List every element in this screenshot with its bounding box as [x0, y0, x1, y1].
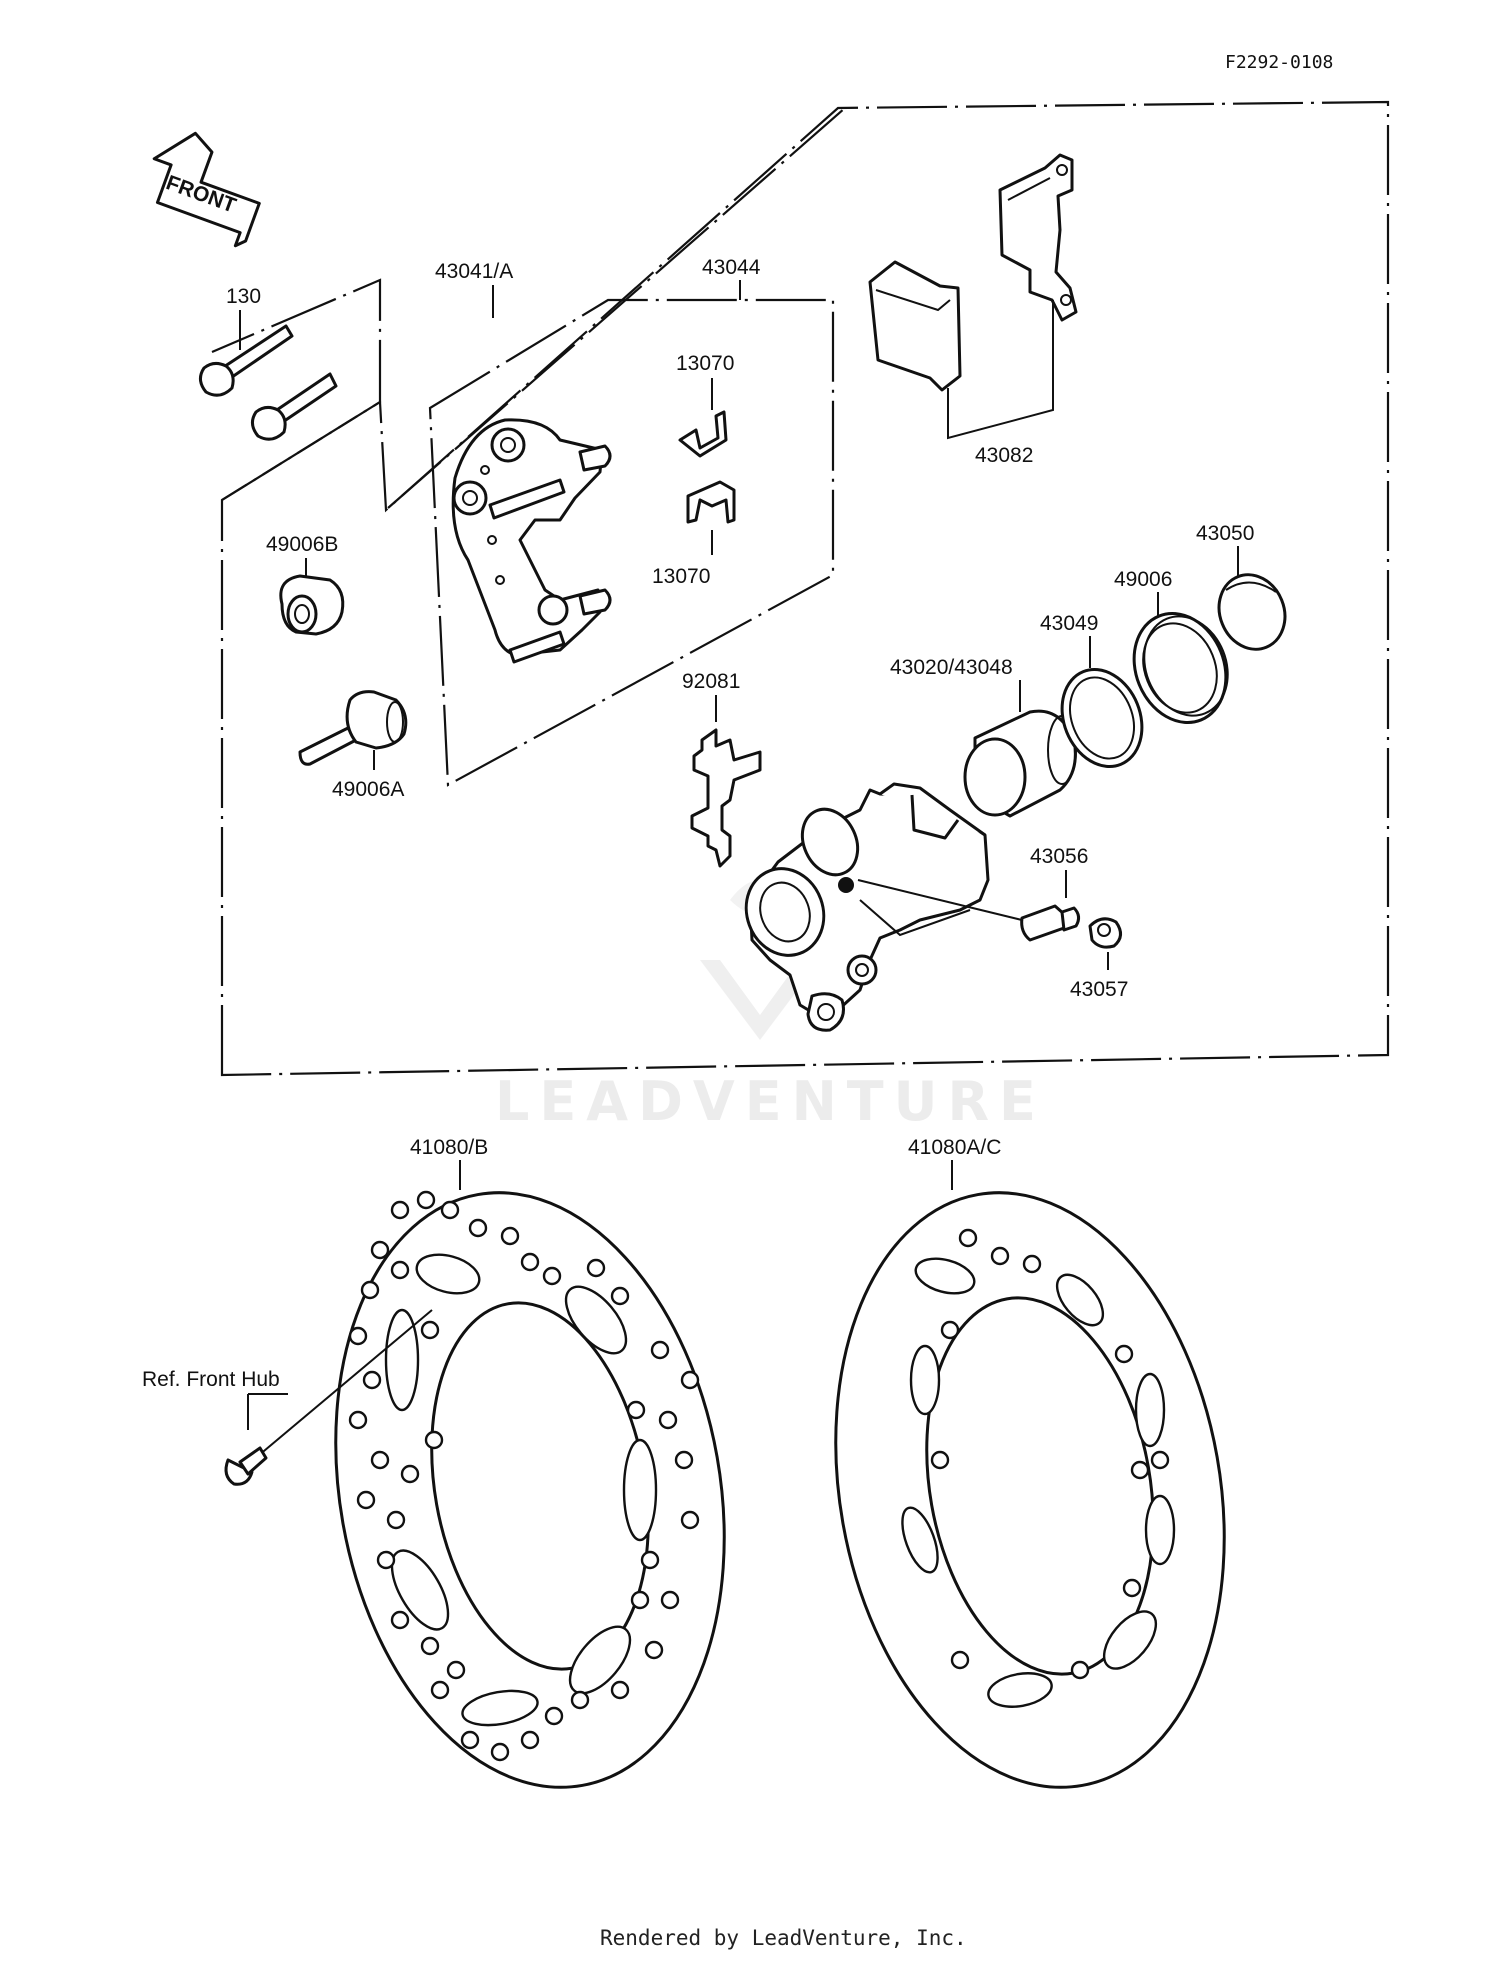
- pad-spring-clip-upper: [678, 410, 728, 458]
- label-13070-upper: 13070: [676, 352, 734, 375]
- bleeder-hole: [838, 877, 854, 893]
- label-49006a: 49006A: [332, 778, 404, 801]
- brake-disc-41080ac: [834, 1191, 1226, 1789]
- dust-seal-49006: [1132, 612, 1229, 724]
- piston-seal-43049: [1060, 668, 1144, 768]
- label-41080ac: 41080A/C: [908, 1136, 1001, 1159]
- diagram-code: F2292-0108: [1225, 52, 1333, 73]
- bleeder-valve-43056: [1020, 904, 1081, 942]
- label-43049: 43049: [1040, 612, 1098, 635]
- bracket-boot-49006b: [279, 574, 345, 636]
- label-43041a: 43041/A: [435, 260, 513, 283]
- caliper-piston: [963, 709, 1077, 818]
- pad-spring-clip-lower: [686, 480, 736, 524]
- label-92081: 92081: [682, 670, 740, 693]
- label-43057: 43057: [1070, 978, 1128, 1001]
- bolt-group-boundary: [211, 278, 382, 501]
- label-43082: 43082: [975, 444, 1033, 467]
- brake-disc-41080b: [334, 1190, 726, 1789]
- label-13070-lower: 13070: [652, 565, 710, 588]
- bleeder-cap-43057: [1088, 917, 1122, 949]
- disc-bolt: [224, 1446, 268, 1486]
- caliper-body: [744, 782, 1031, 1032]
- label-43050: 43050: [1196, 522, 1254, 545]
- label-43056: 43056: [1030, 845, 1088, 868]
- disc-bolt-leader: [257, 1309, 433, 1457]
- label-41080b: 41080/B: [410, 1136, 488, 1159]
- front-arrow-icon: FRONT: [152, 131, 261, 248]
- brake-pad-front: [868, 260, 962, 392]
- bracket-assembly-boundary: [428, 298, 835, 787]
- bracket-leader: [387, 107, 846, 509]
- bolt-130-upper: [199, 324, 294, 397]
- footer-credit: Rendered by LeadVenture, Inc.: [600, 1926, 967, 1950]
- watermark-text: LEADVENTURE: [495, 1070, 1046, 1133]
- pad-spring-92081: [690, 728, 762, 868]
- label-130: 130: [226, 285, 261, 308]
- bracket-pin-boot-49006a: [298, 690, 408, 766]
- leader-43082: [947, 300, 1054, 440]
- caliper-assembly-boundary: [220, 100, 1390, 1077]
- label-49006: 49006: [1114, 568, 1172, 591]
- watermark: LEADVENTURE: [495, 880, 1046, 1133]
- piston-cap-43050: [1217, 573, 1287, 651]
- bolt-130-lower: [251, 372, 338, 441]
- leader-ref-front-hub: [247, 1393, 288, 1430]
- label-43044: 43044: [702, 256, 761, 279]
- brake-pad-rear: [998, 153, 1078, 322]
- label-ref-front-hub: Ref. Front Hub: [142, 1368, 280, 1391]
- caliper-bracket: [451, 418, 612, 664]
- label-49006b: 49006B: [266, 533, 338, 556]
- label-43020-43048: 43020/43048: [890, 656, 1013, 679]
